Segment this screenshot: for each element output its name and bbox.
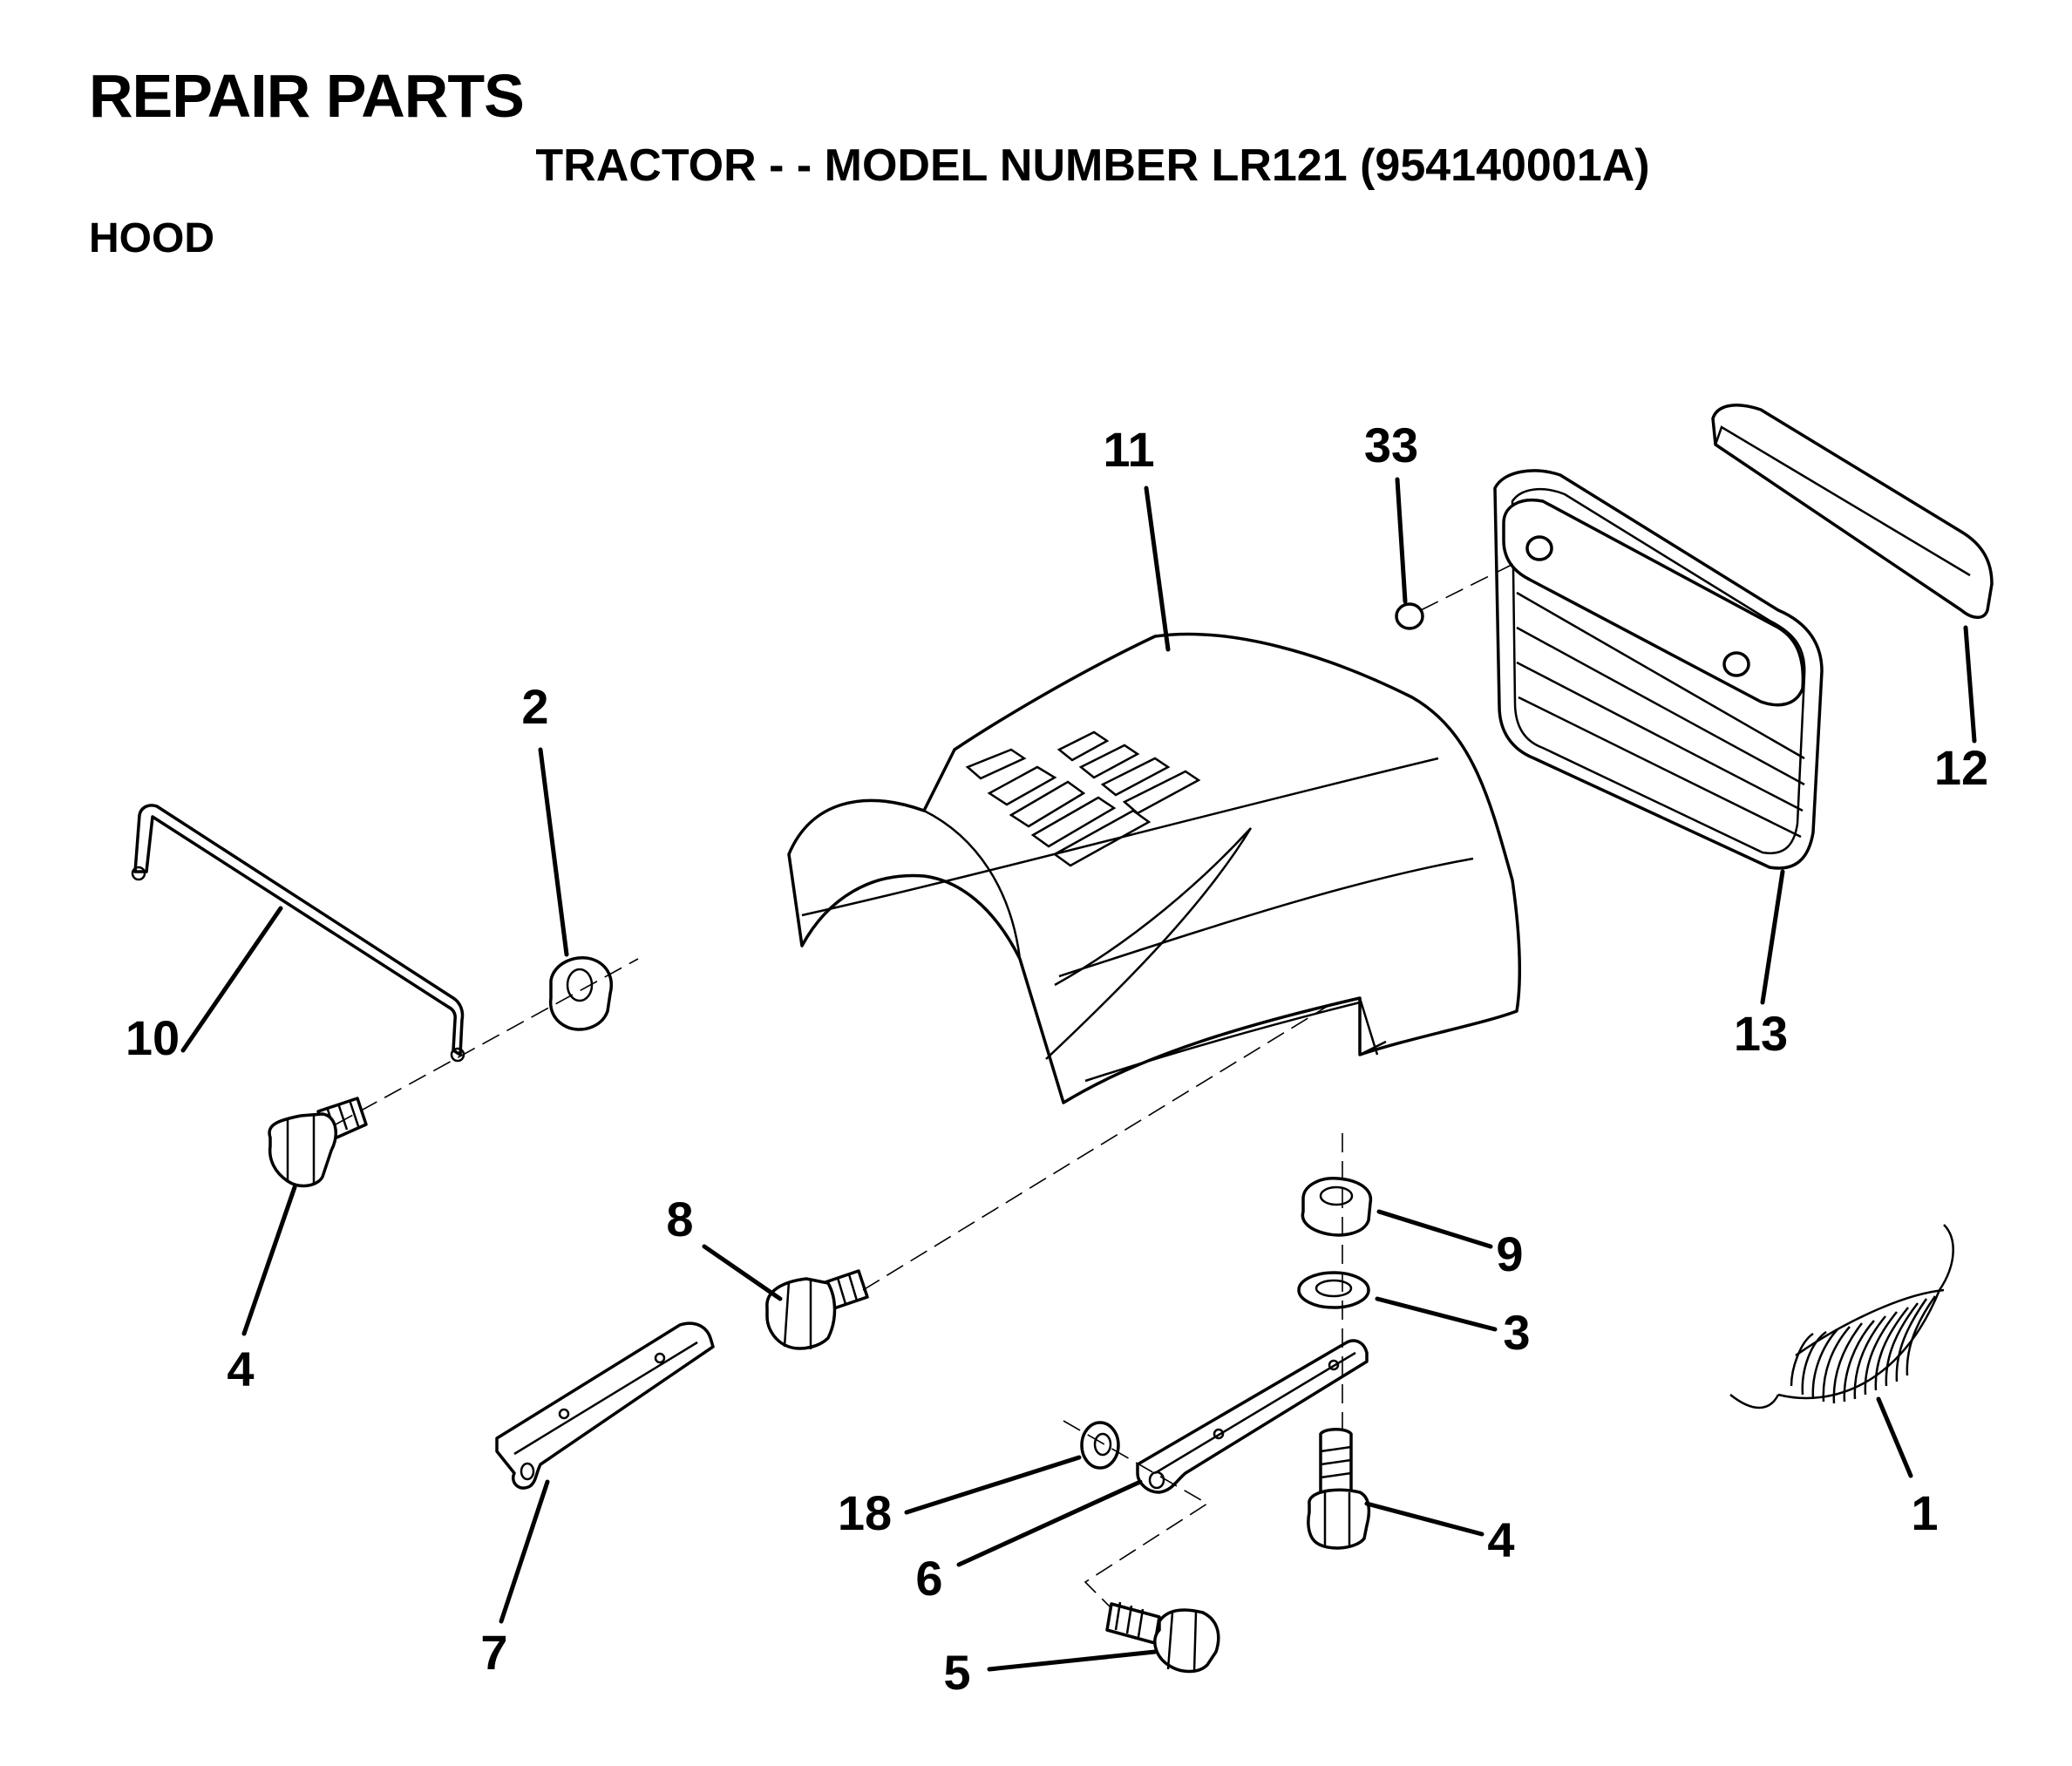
callout-10: 10 xyxy=(126,1010,180,1065)
callout-12: 12 xyxy=(1934,740,1988,795)
callout-7: 7 xyxy=(480,1625,507,1680)
part-33-plug xyxy=(1395,602,1424,630)
part-12-trim-panel xyxy=(1711,404,1994,619)
callout-6: 6 xyxy=(915,1551,942,1606)
callout-11: 11 xyxy=(1103,422,1154,477)
page-title: REPAIR PARTS xyxy=(89,62,525,130)
part-13-grille xyxy=(1493,469,1824,870)
model-subtitle: TRACTOR - - MODEL NUMBER LR121 (95414000… xyxy=(535,140,1650,191)
part-5-bolt xyxy=(1105,1601,1220,1674)
part-4-bolt-right xyxy=(1307,1428,1371,1550)
part-6-bracket-right xyxy=(1136,1339,1369,1494)
part-8-bolt-center xyxy=(765,1269,869,1350)
callout-5: 5 xyxy=(943,1645,970,1700)
callout-2: 2 xyxy=(521,679,548,734)
callout-4-left: 4 xyxy=(227,1341,254,1396)
part-11-hood xyxy=(787,632,1522,1104)
callout-8: 8 xyxy=(666,1192,693,1246)
part-2-nut xyxy=(548,956,613,1031)
callout-3: 3 xyxy=(1503,1305,1530,1360)
part-9-nut xyxy=(1301,1177,1373,1237)
callout-numbers: 11 33 12 13 2 10 4 8 9 3 1 18 6 4 7 5 xyxy=(126,418,1988,1700)
callout-4-right: 4 xyxy=(1487,1512,1514,1567)
section-title: HOOD xyxy=(89,215,214,262)
assembly-lines xyxy=(335,561,1518,1609)
part-4-bolt-left xyxy=(268,1097,368,1188)
part-3-washer xyxy=(1297,1271,1370,1309)
part-18-washer xyxy=(1080,1421,1120,1470)
part-1-spring xyxy=(1729,1224,1954,1409)
callout-13: 13 xyxy=(1734,1006,1788,1061)
callout-1: 1 xyxy=(1911,1485,1938,1540)
leader-lines xyxy=(180,477,1977,1672)
callout-18: 18 xyxy=(838,1485,892,1540)
callout-33: 33 xyxy=(1364,418,1418,472)
part-10-support-rod xyxy=(131,804,465,1063)
callout-9: 9 xyxy=(1496,1226,1523,1281)
part-7-bracket-left xyxy=(495,1321,715,1490)
